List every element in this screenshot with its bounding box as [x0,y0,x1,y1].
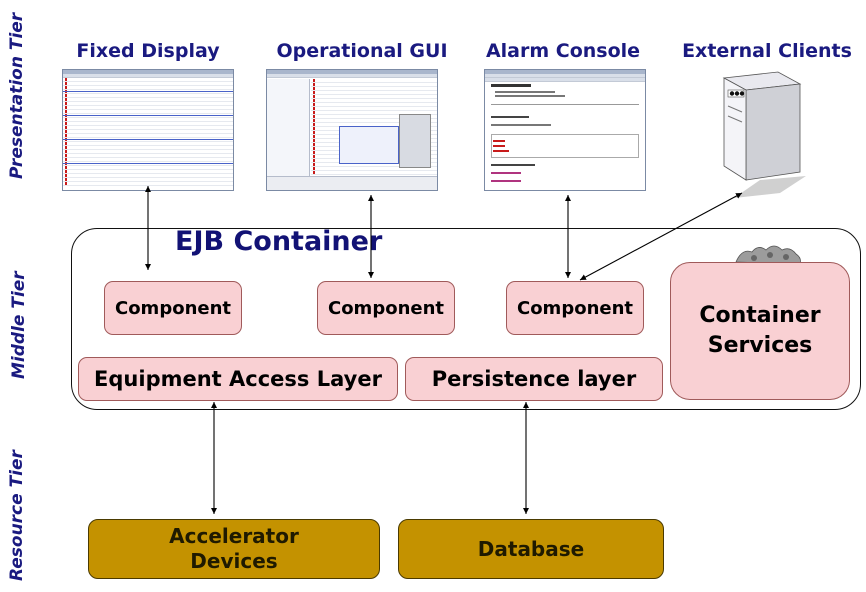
thumbnail-row [63,182,233,186]
thumbnail-row [63,86,233,90]
thumbnail-row [63,154,233,158]
thumbnail-row [63,150,233,154]
thumbnail-row [63,178,233,182]
thumbnail-row [63,138,233,142]
operational-gui-screenshot [266,69,438,191]
thumbnail-row [311,107,437,111]
thumbnail-row [63,130,233,134]
thumbnail-row [63,110,233,114]
thumbnail-row [63,122,233,126]
thumbnail-row [311,83,437,87]
database-box: Database [398,519,664,579]
thumbnail-row [63,166,233,170]
thumbnail-row [311,119,437,123]
thumbnail-row [311,167,437,171]
thumbnail-row [63,94,233,98]
thumbnail-row [311,99,437,103]
alarm-console-title: Alarm Console [485,40,641,62]
container-services-line1: Container [699,303,821,328]
thumbnail-row [311,103,437,107]
equipment-access-layer-box: Equipment Access Layer [78,357,398,401]
thumbnail-row [63,106,233,110]
container-services-box: Container Services [670,262,850,400]
fixed-display-screenshot [62,69,234,191]
gear-icon [735,245,801,265]
thumbnail-row [311,163,437,167]
thumbnail-row [311,91,437,95]
thumbnail-row [63,102,233,106]
container-services-line2: Services [707,333,813,358]
thumbnail-row [63,134,233,138]
thumbnail-row [63,170,233,174]
thumbnail-row [63,146,233,150]
thumbnail-row [63,158,233,162]
thumbnail-row [311,171,437,175]
external-clients-title: External Clients [682,40,852,62]
thumbnail-row [63,142,233,146]
arrow-external-clients-component [579,192,743,281]
accelerator-devices-line1: Accelerator [169,524,299,548]
component-box: Component [104,281,242,335]
alarm-console-screenshot [484,69,646,191]
thumbnail-row [311,95,437,99]
thumbnail-row [63,174,233,178]
fixed-display-title: Fixed Display [76,40,220,62]
thumbnail-row [63,78,233,82]
thumbnail-row [63,118,233,122]
accelerator-devices-box: Accelerator Devices [88,519,380,579]
operational-gui-title: Operational GUI [276,40,448,62]
thumbnail-row [311,115,437,119]
component-box: Component [506,281,644,335]
accelerator-devices-line2: Devices [190,549,278,573]
component-box: Component [317,281,455,335]
thumbnail-row [63,162,233,166]
thumbnail-row [63,82,233,86]
thumbnail-row [63,114,233,118]
thumbnail-row [311,111,437,115]
thumbnail-row [311,87,437,91]
thumbnail-row [63,90,233,94]
thumbnail-row [63,126,233,130]
persistence-layer-box: Persistence layer [405,357,663,401]
thumbnail-row [311,79,437,83]
thumbnail-row [63,98,233,102]
ejb-container-title: EJB Container [175,226,383,257]
server-icon [722,71,806,198]
